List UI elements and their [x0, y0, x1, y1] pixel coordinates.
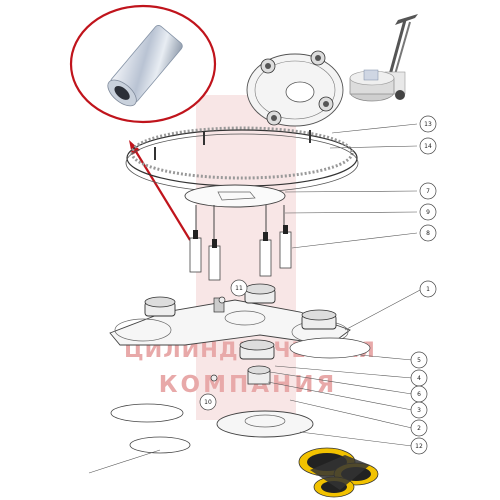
callout-label-4: 4 — [417, 375, 421, 382]
callout-11: 11 — [230, 279, 248, 297]
callout-12: 12 — [410, 437, 428, 455]
callout-2: 2 — [410, 419, 428, 437]
callout-9: 9 — [419, 203, 437, 221]
callout-label-3: 3 — [417, 407, 421, 414]
tube-bore — [114, 85, 130, 100]
pins-and-tubes — [189, 205, 292, 281]
callout-label-2: 2 — [417, 425, 421, 432]
bolt-10 — [210, 374, 218, 382]
callout-label-6: 6 — [417, 391, 421, 398]
callout-5: 5 — [410, 351, 428, 369]
callout-label-5: 5 — [417, 357, 421, 364]
callout-label-14: 14 — [424, 143, 432, 150]
callout-8: 8 — [419, 224, 437, 242]
callout-13: 13 — [419, 115, 437, 133]
callout-3: 3 — [410, 401, 428, 419]
callout-10: 10 — [199, 393, 217, 411]
callout-7: 7 — [419, 182, 437, 200]
callout-label-13: 13 — [424, 121, 432, 128]
callout-label-9: 9 — [426, 209, 430, 216]
watermark-line2: КОМПАНИЯ — [159, 372, 338, 398]
pad-drivers-photo — [298, 447, 379, 498]
leader-lines — [88, 123, 423, 474]
callout-6: 6 — [410, 385, 428, 403]
mounting-plate — [184, 184, 286, 208]
callouts: 13 14 7 9 8 11 1 5 — [199, 115, 437, 455]
callout-label-12: 12 — [415, 443, 423, 450]
lower-hub — [110, 337, 371, 454]
highlight-arrow — [134, 149, 191, 241]
callout-label-7: 7 — [426, 188, 430, 195]
callout-label-10: 10 — [204, 399, 212, 406]
callout-label-8: 8 — [426, 230, 430, 237]
planet-gears — [144, 283, 337, 360]
callout-1: 1 — [419, 280, 437, 298]
gear-housing — [246, 50, 344, 127]
callout-14: 14 — [419, 137, 437, 155]
callout-label-1: 1 — [426, 286, 430, 293]
callout-label-11: 11 — [235, 285, 243, 292]
callout-4: 4 — [410, 369, 428, 387]
bolt-11 — [218, 296, 226, 304]
floor-machine-photo — [349, 14, 418, 102]
tube-zoom-inset — [69, 4, 217, 124]
